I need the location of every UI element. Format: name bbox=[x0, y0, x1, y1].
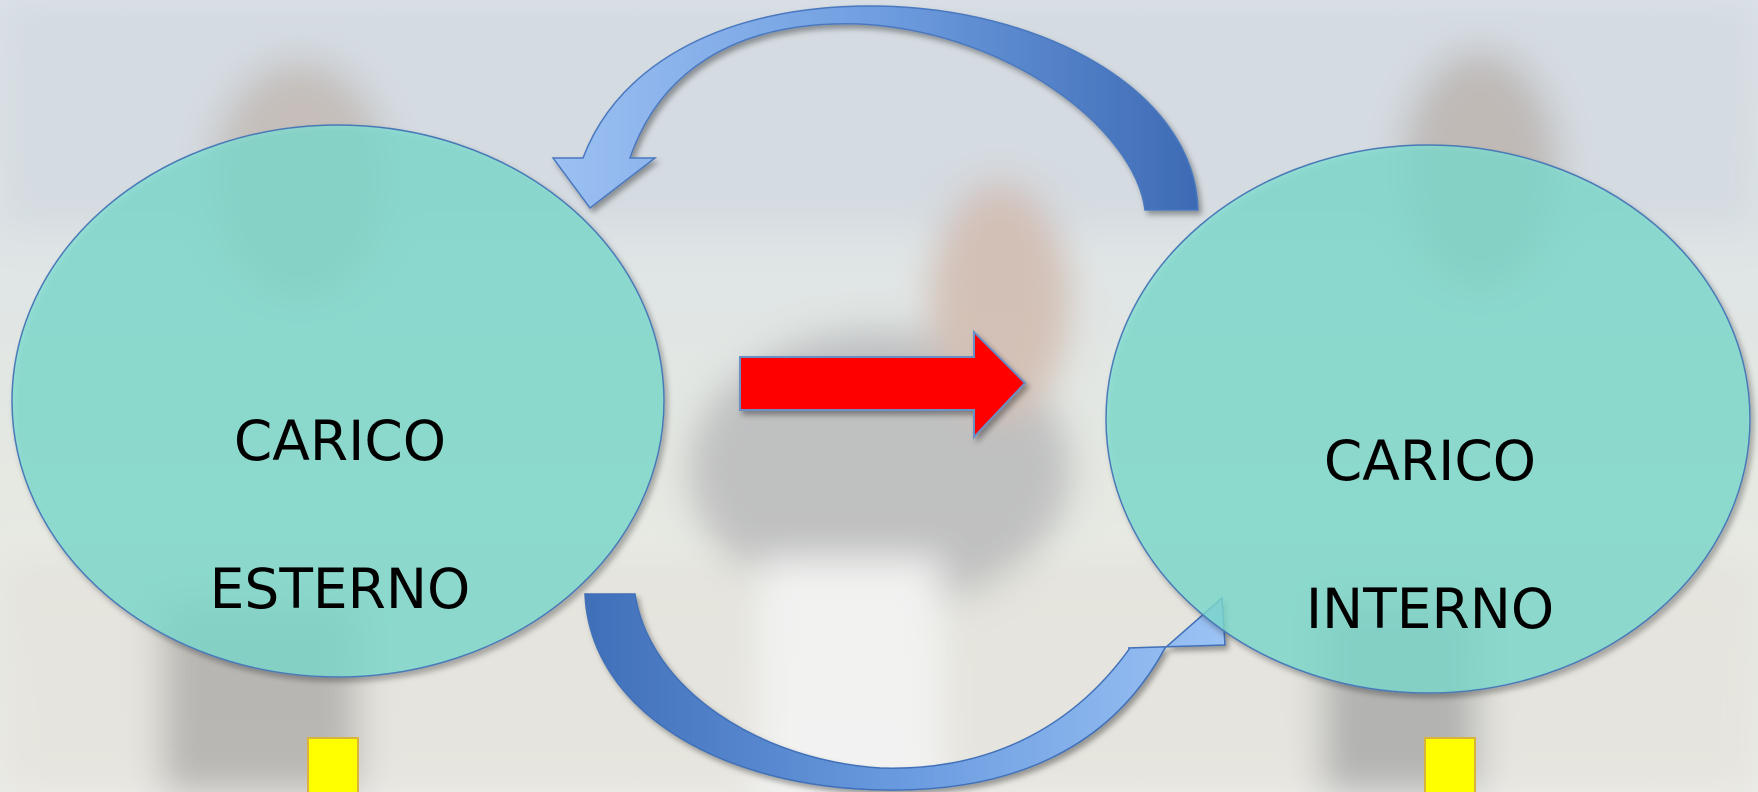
marker-left bbox=[308, 738, 358, 792]
internal-load-line2: INTERNO bbox=[1235, 572, 1625, 646]
internal-load-line1: CARICO bbox=[1235, 424, 1625, 498]
external-load-line1: CARICO bbox=[150, 404, 530, 478]
external-load-label: CARICO ESTERNO bbox=[150, 330, 530, 700]
marker-right bbox=[1425, 738, 1475, 792]
external-load-line2: ESTERNO bbox=[150, 552, 530, 626]
internal-load-label: CARICO INTERNO bbox=[1235, 350, 1625, 720]
